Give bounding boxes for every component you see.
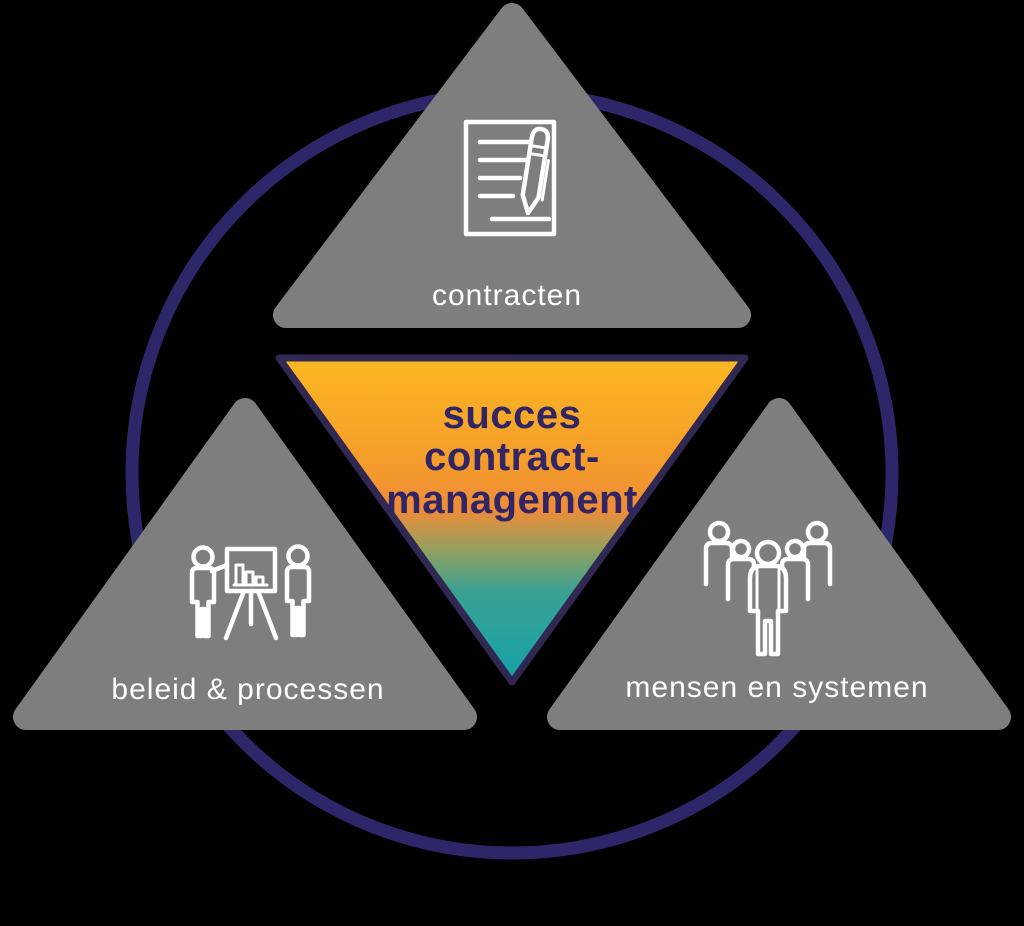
pen-body [520,126,551,216]
person-back-right-head [805,520,829,544]
presenter-head [191,545,215,569]
pen-clip [540,159,550,202]
center-label-line-3: management [386,478,638,522]
triangle-mensen-systemen: mensen en systemen [547,398,1011,730]
person-mid-left-body [725,556,757,602]
presentation-chart-icon [189,544,312,641]
triangle-beleid-processen: beleid & processen [13,398,477,730]
pen [520,126,551,216]
triangle-mensen-shape [547,398,1011,730]
person-mid-left-head [730,538,752,560]
person-mid-right-head [784,538,806,560]
label-contracten: contracten [432,279,582,312]
person-front-body [747,563,789,657]
center-success-triangle: succes contract- management [275,354,749,686]
listener-body [284,564,312,638]
pen-grip-bands [527,144,548,158]
triangle-contracten: contracten [273,3,751,328]
center-label-line-2: contract- [424,435,600,479]
person-front-head [754,539,782,567]
people-group-icon [703,520,833,657]
center-triangle-shape [275,354,749,686]
label-beleid-processen: beleid & processen [111,673,384,706]
label-mensen-systemen: mensen en systemen [625,671,928,704]
presenter-body [189,565,217,639]
bar-chart-glyph [232,563,269,587]
person-front-arm-seams [755,566,781,611]
listener-head [286,544,310,568]
person-mid-right-body [779,556,811,602]
document-pen-icon [463,119,557,237]
easel-legs [223,588,279,641]
document-text-lines [477,139,534,199]
center-label-line-1: succes [443,393,582,437]
person-back-left-head [707,520,731,544]
